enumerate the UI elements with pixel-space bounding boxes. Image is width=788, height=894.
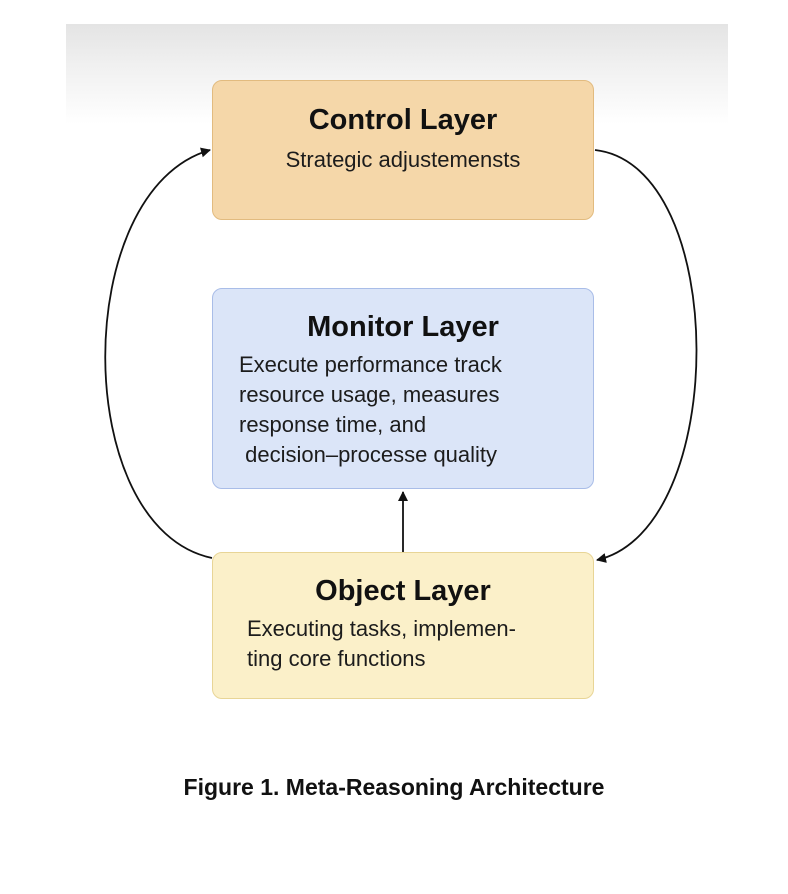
monitor-layer-title: Monitor Layer xyxy=(307,311,499,343)
monitor-layer-description: Execute performance track resource usage… xyxy=(239,352,502,467)
monitor-layer-box: Monitor Layer Execute performance track … xyxy=(212,288,594,489)
object-layer-title: Object Layer xyxy=(315,575,491,607)
control-layer-box: Control Layer Strategic adjustemensts xyxy=(212,80,594,220)
object-layer-box: Object Layer Executing tasks, implemen- … xyxy=(212,552,594,699)
control-layer-title: Control Layer xyxy=(308,104,498,136)
figure-caption: Figure 1. Meta-Reasoning Architecture xyxy=(183,774,605,800)
control-layer-description: Strategic adjustemensts xyxy=(285,147,521,172)
arrow-control-to-object xyxy=(594,149,698,563)
object-layer-description: Executing tasks, implemen- ting core fun… xyxy=(247,616,516,671)
arrow-object-to-control xyxy=(104,147,213,559)
